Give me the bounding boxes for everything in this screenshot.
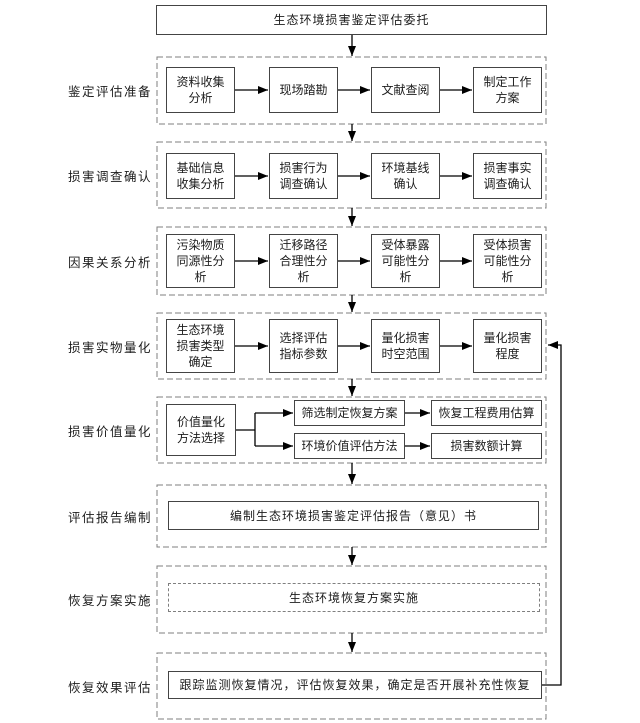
step-data-collection-analysis: 资料收集分析 (166, 67, 235, 113)
step-restoration-plan-screening: 筛选制定恢复方案 (294, 400, 405, 426)
step-env-value-assessment-method: 环境价值评估方法 (294, 433, 405, 459)
stage-label-causality-analysis: 因果关系分析 (67, 255, 152, 270)
stage-label-physical-quantification: 损害实物量化 (67, 340, 152, 355)
step-tracking-monitoring-evaluation: 跟踪监测恢复情况，评估恢复效果，确定是否开展补充性恢复 (168, 671, 542, 699)
step-damage-fact-confirm: 损害事实调查确认 (473, 153, 542, 199)
step-work-plan: 制定工作方案 (473, 67, 542, 113)
step-receptor-exposure-analysis: 受体暴露可能性分析 (371, 234, 440, 288)
step-damage-behavior-confirm: 损害行为调查确认 (269, 153, 338, 199)
step-literature-review: 文献查阅 (371, 67, 440, 113)
step-restoration-plan-implementation: 生态环境恢复方案实施 (168, 583, 540, 612)
step-compile-assessment-report: 编制生态环境损害鉴定评估报告（意见）书 (168, 501, 539, 530)
step-environmental-baseline: 环境基线确认 (371, 153, 440, 199)
step-migration-path-analysis: 迁移路径合理性分析 (269, 234, 338, 288)
step-quantify-damage-degree: 量化损害程度 (473, 319, 542, 373)
stage-label-restoration-implementation: 恢复方案实施 (67, 594, 152, 608)
step-basic-info-collection: 基础信息收集分析 (166, 153, 235, 199)
stage-group-restoration-evaluation (156, 652, 547, 720)
step-damage-amount-calculation: 损害数额计算 (431, 433, 542, 459)
commission-box: 生态环境损害鉴定评估委托 (156, 5, 547, 35)
step-value-method-selection: 价值量化方法选择 (166, 404, 236, 456)
stage-label-damage-investigation: 损害调查确认 (67, 169, 152, 184)
stage-label-preparation: 鉴定评估准备 (67, 85, 152, 99)
feedback-arrow-evaluation-to-damage-degree (542, 341, 562, 686)
step-restoration-cost-estimate: 恢复工程费用估算 (431, 400, 542, 426)
stage-label-value-quantification: 损害价值量化 (67, 424, 152, 439)
step-select-indicator-params: 选择评估指标参数 (269, 319, 338, 373)
step-site-reconnaissance: 现场踏勘 (269, 67, 338, 113)
step-receptor-damage-analysis: 受体损害可能性分析 (473, 234, 542, 288)
stage-label-report-compilation: 评估报告编制 (67, 510, 152, 525)
step-pollutant-homology-analysis: 污染物质同源性分析 (166, 234, 235, 288)
stage-group-report-compilation (156, 484, 547, 548)
step-quantify-damage-scope: 量化损害时空范围 (371, 319, 440, 373)
stage-label-restoration-evaluation: 恢复效果评估 (67, 680, 152, 695)
step-damage-type-determination: 生态环境损害类型确定 (166, 319, 235, 373)
